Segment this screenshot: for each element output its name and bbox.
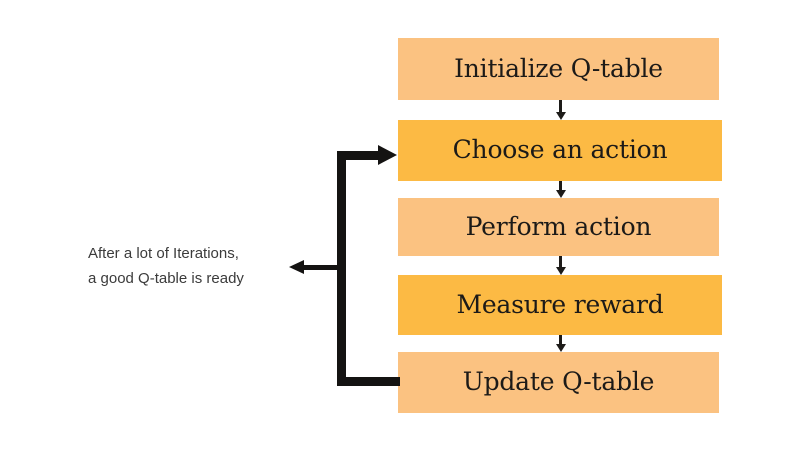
arrow-down-icon-perform-to-measure <box>555 256 566 275</box>
flow-node-initialize-q-table: Initialize Q-table <box>398 38 719 100</box>
arrow-right-icon-feedback-loop <box>378 145 397 165</box>
flow-node-label: Choose an action <box>452 135 668 164</box>
annotation-text: After a lot of Iterations, a good Q-tabl… <box>88 241 278 291</box>
flow-node-perform-action: Perform action <box>398 198 719 256</box>
flow-node-update-q-table: Update Q-table <box>398 352 719 413</box>
flow-node-label: Initialize Q-table <box>454 53 663 83</box>
annotation-line-1: After a lot of Iterations, <box>88 245 239 262</box>
annotation-line-2: a good Q-table is ready <box>88 270 244 287</box>
arrow-down-icon-measure-to-update <box>555 335 566 352</box>
flow-node-choose-an-action: Choose an action <box>398 120 722 181</box>
arrow-left-icon-annotation <box>289 260 304 274</box>
flow-node-label: Update Q-table <box>462 367 655 396</box>
feedback-loop-vertical-segment <box>337 151 346 386</box>
arrow-down-icon-choose-to-perform <box>555 181 566 198</box>
arrow-down-icon-initialize-to-choose <box>555 100 566 120</box>
flow-node-label: Perform action <box>465 211 652 241</box>
feedback-loop-bottom-segment <box>337 377 400 386</box>
flow-node-label: Measure reward <box>456 289 664 319</box>
flow-node-measure-reward: Measure reward <box>398 275 722 335</box>
feedback-loop-top-segment <box>337 151 382 160</box>
annotation-branch-line <box>303 265 341 270</box>
